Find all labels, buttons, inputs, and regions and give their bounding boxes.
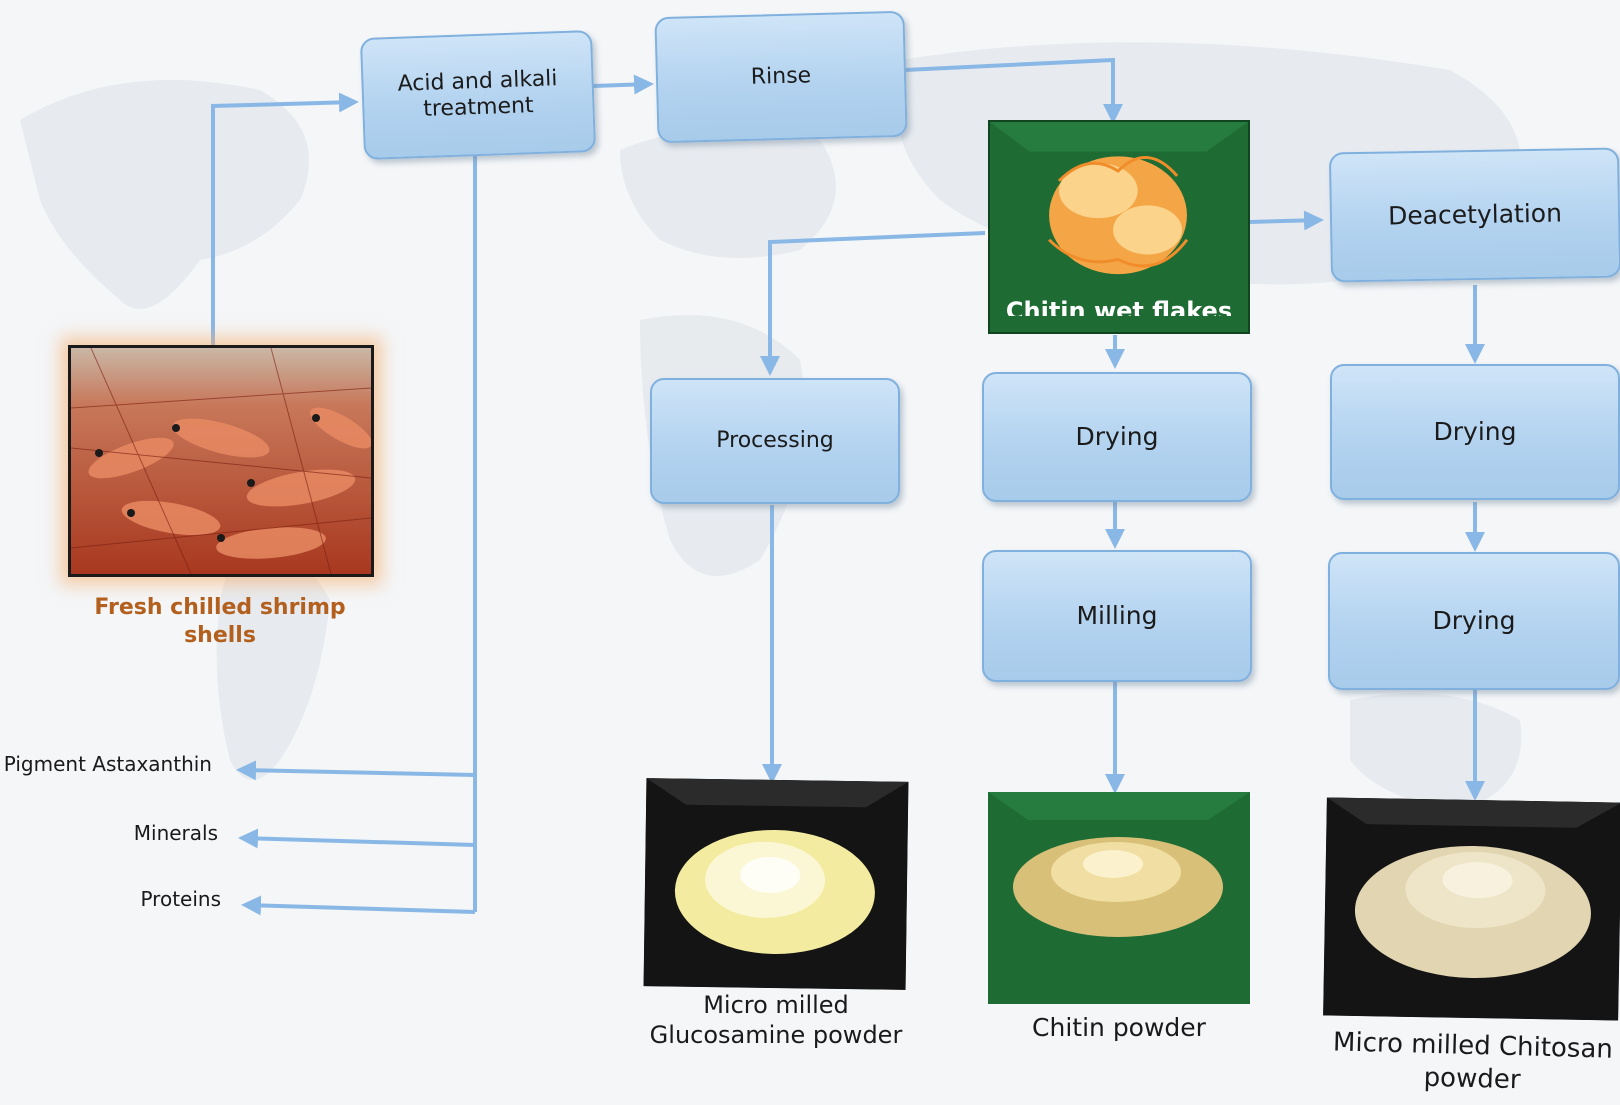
chitosan-powder-photo <box>1323 797 1620 1021</box>
shrimp-shells-photo <box>68 345 374 577</box>
arrow-to-minerals <box>238 828 476 849</box>
arrow-rinse-to-flakes <box>904 57 1123 124</box>
arrow-acid-to-rinse <box>592 74 654 95</box>
step-drying-chitosan-1: Drying <box>1330 364 1620 500</box>
step-label: Processing <box>716 427 834 453</box>
step-label: Drying <box>1075 422 1159 451</box>
chitin-wet-flakes-photo: Chitin wet flakes <box>988 120 1250 334</box>
step-label: Drying <box>1432 606 1516 635</box>
byproduct-pigment-astaxanthin: Pigment Astaxanthin <box>3 752 212 776</box>
chitin-wet-flakes-label: Chitin wet flakes <box>1005 297 1233 316</box>
arrow-to-pigment <box>236 760 476 781</box>
step-label: Drying <box>1433 417 1517 446</box>
step-label: Acid and alkali treatment <box>397 65 558 122</box>
chitosan-powder-caption: Micro milled Chitosan powder <box>1332 1027 1614 1095</box>
glucosamine-powder-caption: Micro milled Glucosamine powder <box>649 991 903 1049</box>
step-milling: Milling <box>982 550 1252 682</box>
step-acid-alkali-treatment: Acid and alkali treatment <box>359 29 597 161</box>
chitin-powder-caption: Chitin powder <box>1032 1013 1206 1042</box>
glucosamine-powder-photo <box>643 778 909 990</box>
step-deacetylation: Deacetylation <box>1328 147 1620 283</box>
step-rinse: Rinse <box>654 10 908 144</box>
arrow-flakes-to-processing <box>760 231 986 376</box>
arrow-shrimp-to-acid <box>211 92 359 345</box>
step-processing: Processing <box>650 378 900 504</box>
byproduct-proteins: Proteins <box>140 887 221 911</box>
step-drying-chitosan-2: Drying <box>1328 552 1620 690</box>
step-drying-chitin: Drying <box>982 372 1252 502</box>
byproduct-minerals: Minerals <box>133 821 218 845</box>
shrimp-shells-caption: Fresh chilled shrimp shells <box>94 595 346 648</box>
step-label: Rinse <box>750 63 812 90</box>
step-label: Deacetylation <box>1387 198 1563 231</box>
chitin-powder-photo <box>988 792 1250 1004</box>
step-label: Milling <box>1076 601 1158 630</box>
arrow-flakes-to-deacetylation <box>1249 210 1324 231</box>
arrow-to-proteins <box>241 895 476 916</box>
